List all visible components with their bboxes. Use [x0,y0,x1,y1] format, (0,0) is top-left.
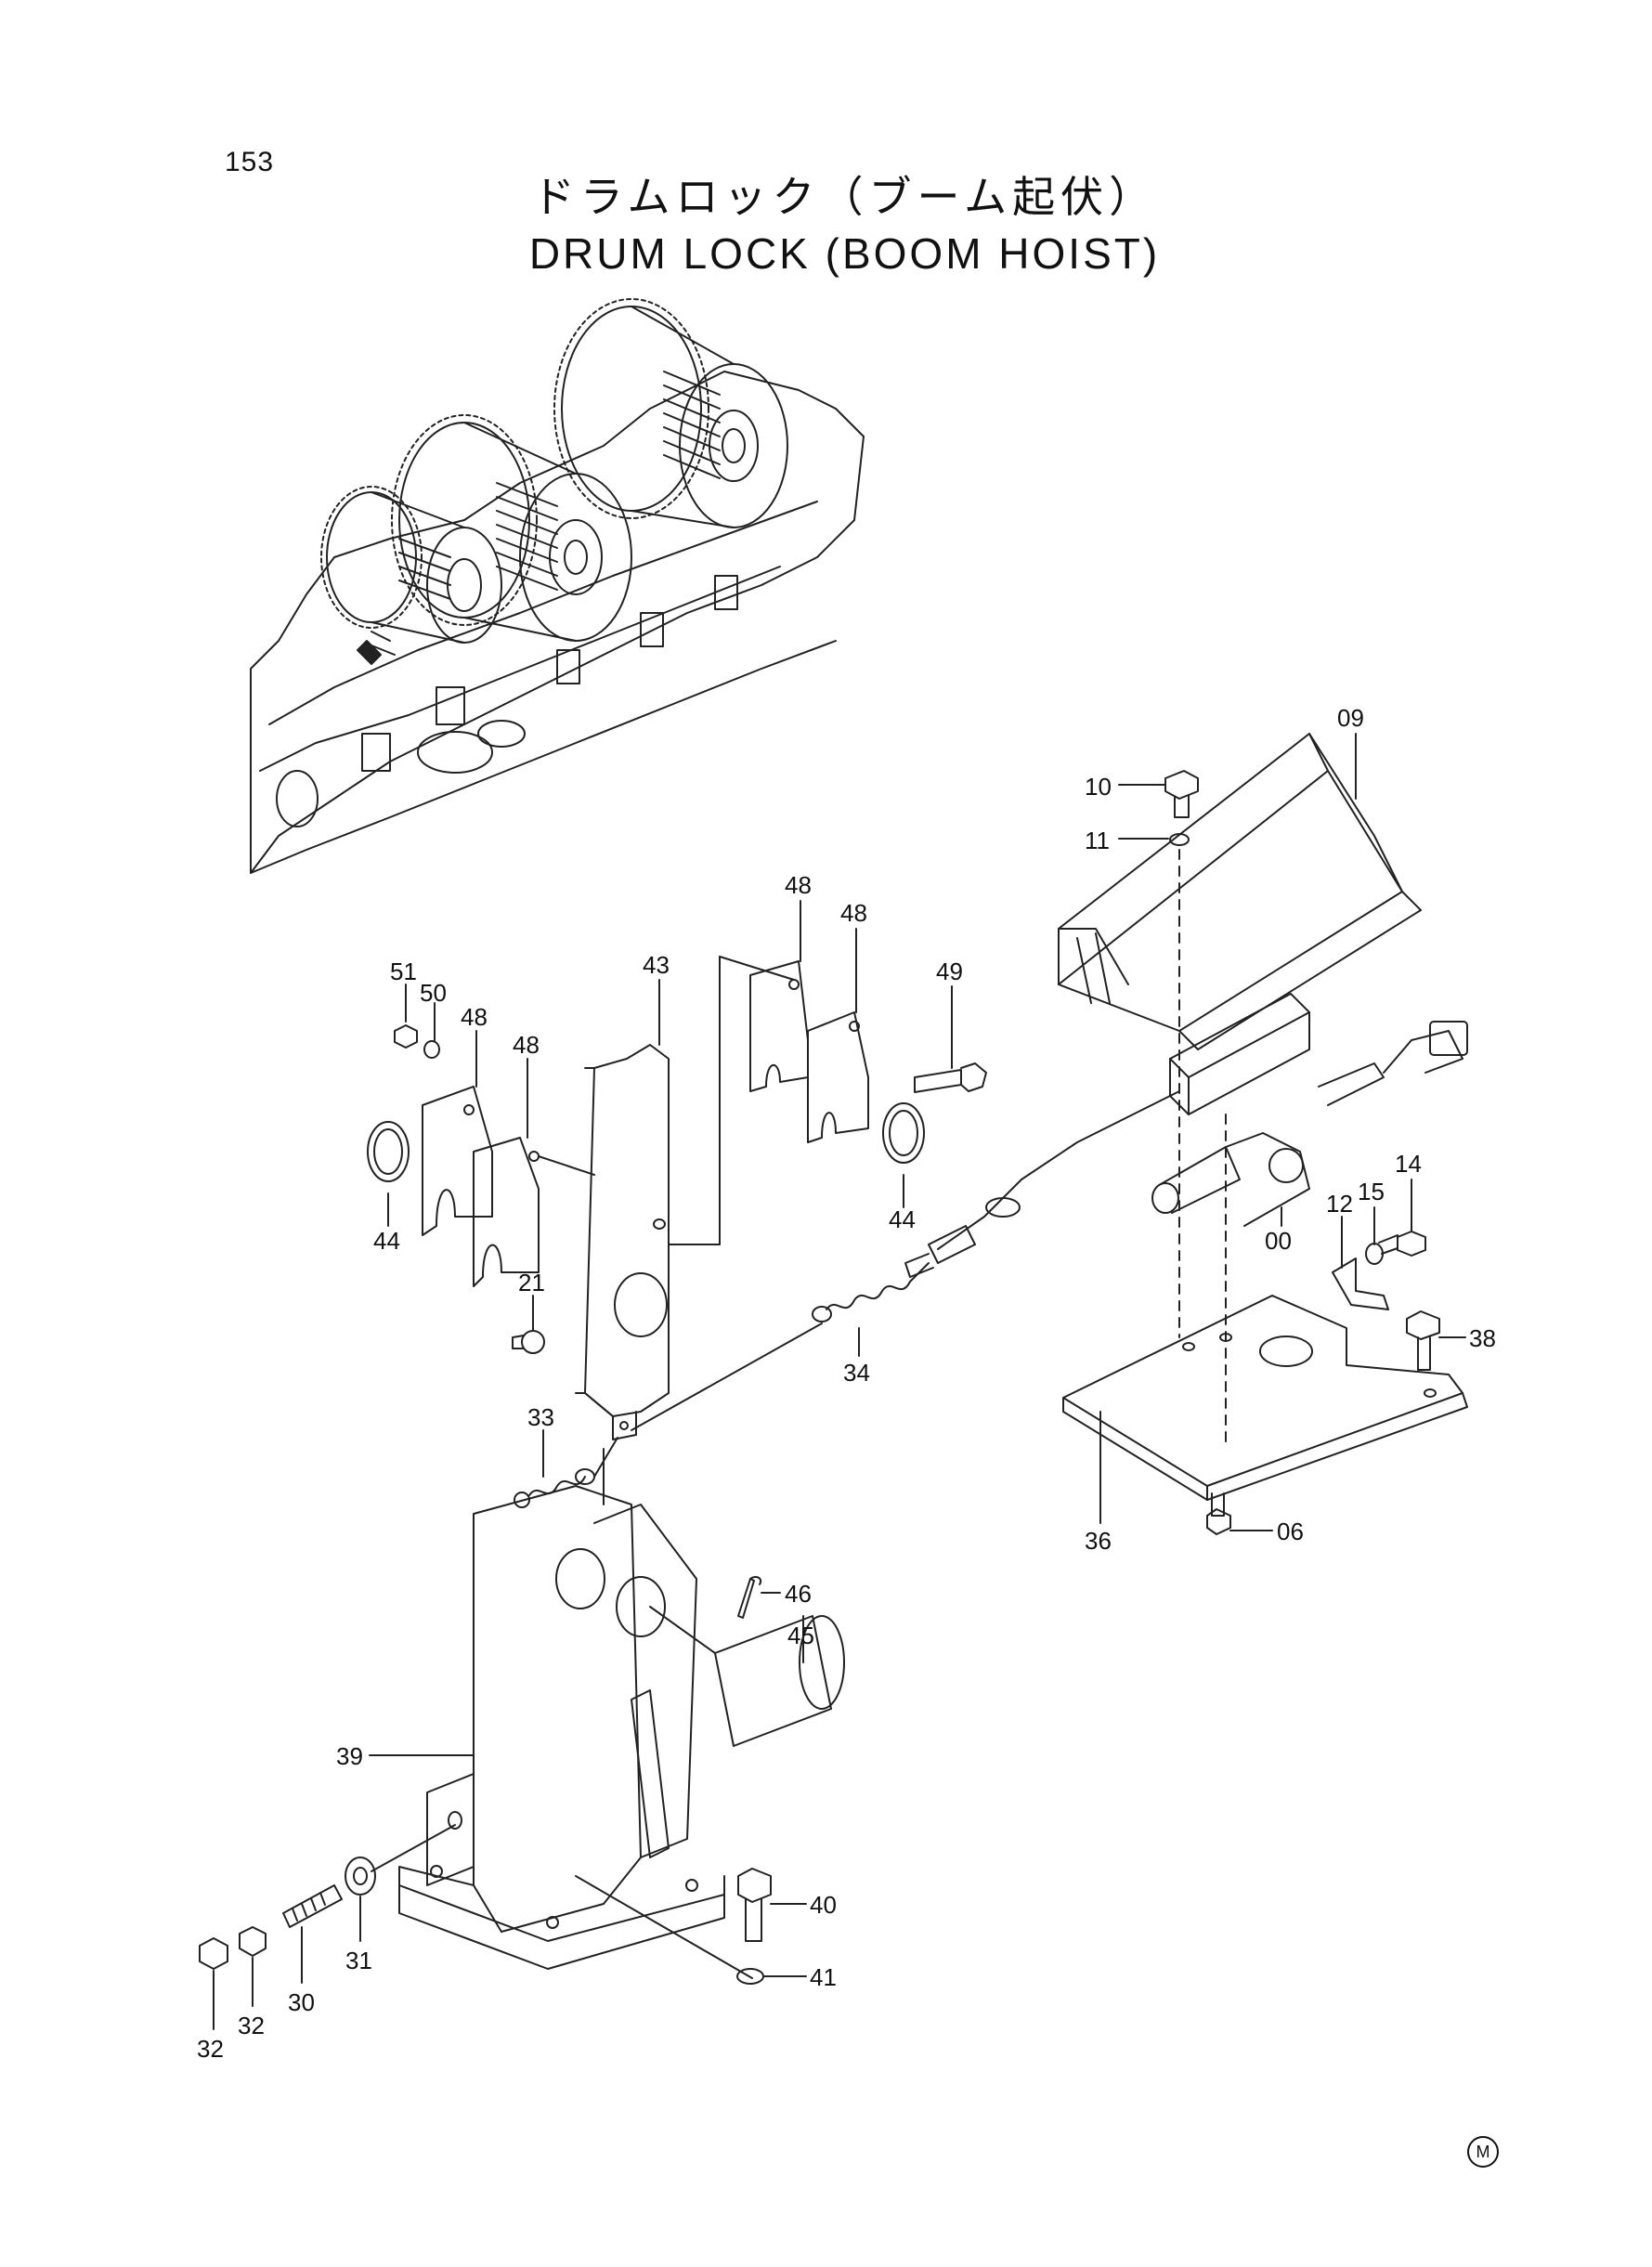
part-21-pin [512,1330,545,1354]
callout-06: 06 [1277,1518,1304,1545]
part-44-ring-left [367,1121,410,1182]
control-cable [937,1090,1180,1250]
callout-44-b: 44 [889,1205,916,1233]
callout-49: 49 [936,958,963,985]
callout-09: 09 [1337,704,1364,732]
leader-lines [213,733,1466,2030]
callout-00: 00 [1265,1227,1292,1255]
part-31-washer [345,1857,376,1896]
part-49-bolt [914,1062,987,1093]
callout-48-b: 48 [513,1031,540,1059]
callout-33: 33 [527,1403,554,1431]
callout-43: 43 [643,951,670,979]
part-44-ring-right [882,1102,925,1164]
part-34-spring [812,1281,911,1322]
callout-41: 41 [810,1963,837,1991]
callout-40: 40 [810,1891,837,1919]
part-38-bolt [1406,1310,1440,1371]
circled-m-mark: M [1467,2136,1499,2168]
callout-44-a: 44 [373,1227,400,1255]
title-japanese: ドラムロック（ブーム起伏） [531,172,1158,222]
callout-38: 38 [1469,1324,1496,1352]
part-46-cotter-pin [737,1575,762,1619]
part-50-washer [423,1040,440,1059]
part-12-bracket [1332,1257,1389,1310]
callout-14: 14 [1395,1150,1422,1178]
part-33-spring [514,1468,595,1508]
spring-link-line [631,1322,823,1431]
callout-15: 15 [1358,1178,1385,1205]
callout-48-a: 48 [461,1003,488,1031]
shim-alignment-line [719,956,795,981]
callout-48-d: 48 [840,899,867,927]
bolt-alignment-line [371,1824,456,1872]
part-43-lever [575,1044,670,1440]
callout-45: 45 [787,1622,814,1649]
part-06-bolt [1206,1492,1231,1535]
part-39-stand [398,1485,725,1970]
shim-alignment-line [668,956,721,1245]
part-48-shim-left [422,1086,540,1287]
spring-link-line [593,1437,618,1478]
callout-32-a: 32 [197,2035,224,2063]
cable-end-fitting [904,1197,1021,1278]
part-36-mounting-plate [1062,1295,1468,1501]
spring-link-line [909,1262,930,1283]
callout-32-b: 32 [238,2012,265,2039]
part-15-washer [1365,1243,1384,1265]
part-14-bolt [1378,1231,1426,1257]
part-09-cover [1058,733,1422,1050]
callout-46: 46 [785,1580,812,1608]
callout-10: 10 [1085,773,1112,801]
callout-labels: 09 10 11 51 50 48 43 48 48 48 49 44 44 0… [197,704,1496,2063]
part-48-shim-right [749,960,869,1143]
part-00-solenoid-assembly [1151,993,1468,1227]
callout-31: 31 [345,1947,372,1974]
callout-34: 34 [843,1359,870,1387]
title-block: ドラムロック（ブーム起伏） DRUM LOCK (BOOM HOIST) [0,169,1652,282]
callout-50: 50 [420,979,447,1007]
title-english: DRUM LOCK (BOOM HOIST) [528,229,1161,278]
callout-11: 11 [1085,827,1110,854]
part-45-pin [714,1615,845,1747]
callout-21: 21 [518,1269,545,1296]
callout-48-c: 48 [785,871,812,899]
callout-51: 51 [390,958,417,985]
callout-36: 36 [1085,1527,1112,1555]
winch-frame-drawing [250,298,865,874]
part-40-bolt [737,1868,772,1942]
part-11-washer [1169,833,1190,846]
shim-pin-line [538,1155,595,1176]
part-32-nut [239,1926,267,1957]
part-51-nut [394,1024,418,1049]
callout-12: 12 [1326,1190,1353,1218]
bolt-alignment-line [575,1875,753,1979]
callout-39: 39 [336,1742,363,1770]
pin-alignment-line [649,1606,716,1654]
callout-30: 30 [288,1988,315,2016]
part-32-nut [199,1937,228,1970]
part-30-bolt [282,1884,343,1928]
part-10-bolt [1164,770,1199,818]
page-number: 153 [225,147,275,177]
